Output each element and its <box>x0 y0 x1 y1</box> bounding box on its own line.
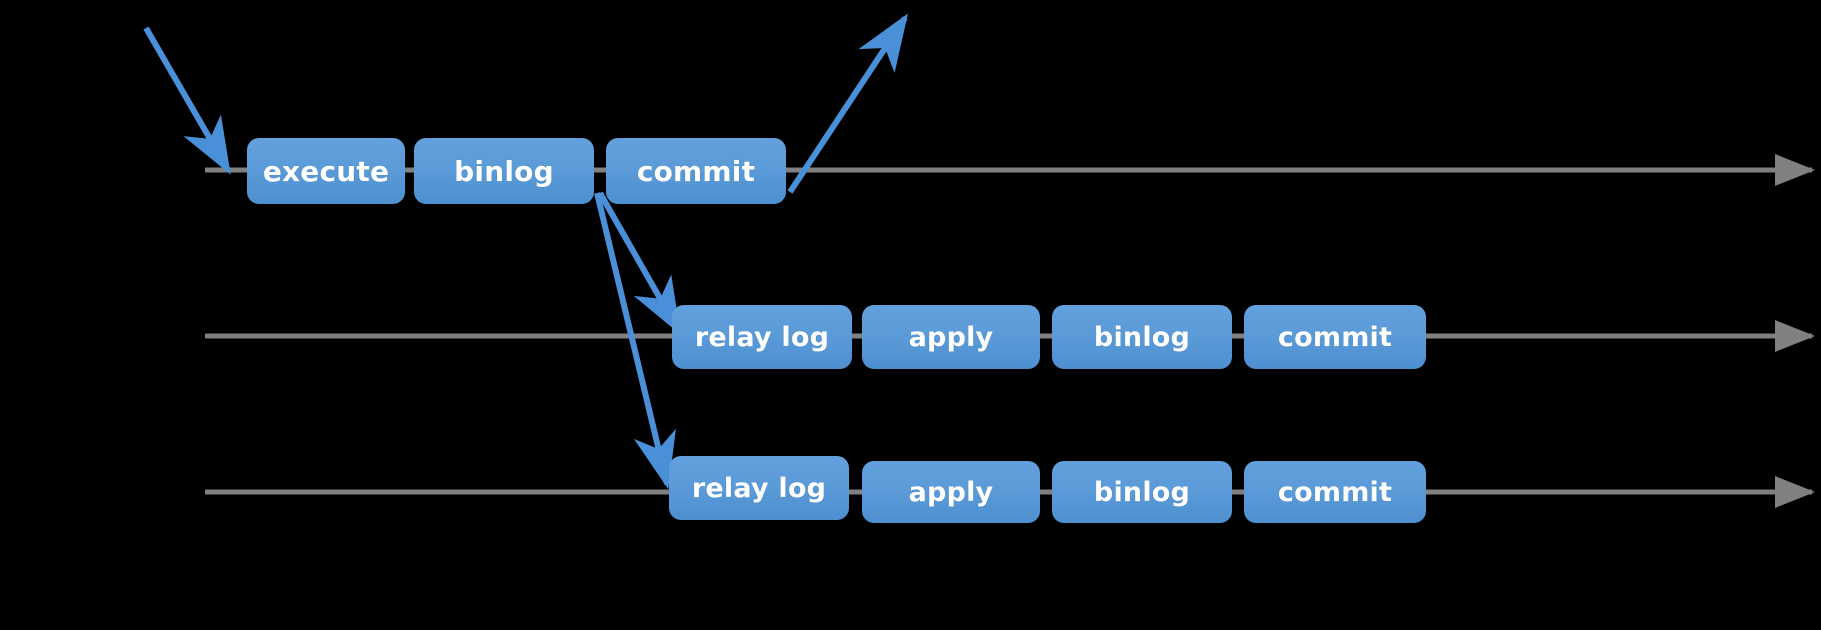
node-box-label: relay log <box>694 321 830 353</box>
node-box-master-binlog[interactable]: binlog <box>414 138 594 204</box>
node-box-label: commit <box>636 154 756 188</box>
node-box-label: execute <box>262 154 390 188</box>
incoming-request-arrow <box>143 26 231 175</box>
node-box-slave-1-apply[interactable]: apply <box>862 305 1040 369</box>
node-box-label: apply <box>908 321 994 353</box>
node-box-label: commit <box>1277 476 1393 508</box>
master-to-slave-1-arrow <box>597 191 681 335</box>
node-box-label: relay log <box>691 472 827 504</box>
node-box-slave-1-relay-log[interactable]: relay log <box>672 305 852 369</box>
node-box-label: binlog <box>454 154 554 188</box>
node-box-label: apply <box>908 476 994 508</box>
node-box-slave-2-relay-log[interactable]: relay log <box>669 456 849 520</box>
node-box-slave-1-binlog[interactable]: binlog <box>1052 305 1232 369</box>
outgoing-response-arrow <box>787 13 908 194</box>
node-box-label: binlog <box>1093 476 1191 508</box>
node-box-label: commit <box>1277 321 1393 353</box>
master-to-slave-2-arrow <box>594 192 676 490</box>
node-box-label: binlog <box>1093 321 1191 353</box>
node-box-slave-2-binlog[interactable]: binlog <box>1052 461 1232 523</box>
node-box-slave-2-apply[interactable]: apply <box>862 461 1040 523</box>
node-box-slave-1-commit[interactable]: commit <box>1244 305 1426 369</box>
node-box-slave-2-commit[interactable]: commit <box>1244 461 1426 523</box>
node-box-master-commit[interactable]: commit <box>606 138 786 204</box>
node-box-master-execute[interactable]: execute <box>247 138 405 204</box>
